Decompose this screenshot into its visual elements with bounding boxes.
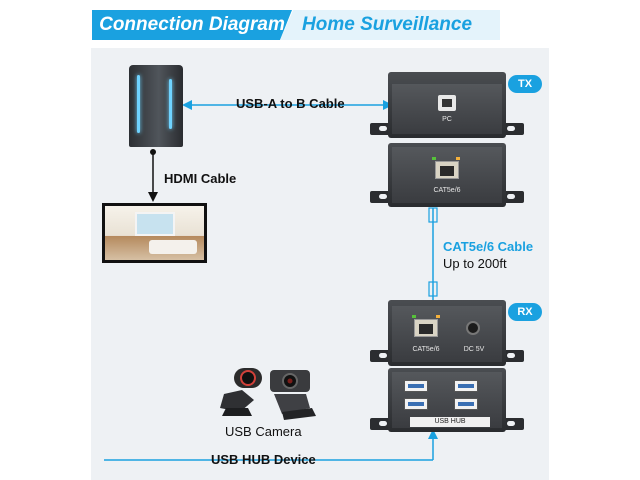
rx-dc-port-label: DC 5V [463, 346, 485, 353]
tx-unit-cat: CAT5e/6 [370, 143, 524, 209]
rx-unit-hub: USB HUB [370, 368, 524, 434]
rx-body: CAT5e/6 DC 5V [388, 300, 506, 366]
tx-pc-port-label: PC [442, 116, 452, 123]
rx-face: CAT5e/6 DC 5V [392, 306, 502, 362]
tx-face: PC [392, 84, 502, 134]
usb-a-port-icon-2 [404, 398, 428, 410]
usb-a-port-icon-3 [454, 380, 478, 392]
rx-hub-body: USB HUB [388, 368, 506, 432]
hub-arrow [428, 429, 438, 439]
tower-light-left [137, 75, 140, 133]
header-secondary-title: Home Surveillance [302, 14, 473, 35]
usb-ab-cable-label: USB-A to B Cable [236, 96, 345, 111]
cat-plug-top [428, 207, 438, 223]
usb-b-port-icon [438, 95, 456, 111]
tx-cat-face: CAT5e/6 [392, 147, 502, 203]
tx-body: PC [388, 72, 506, 138]
cat-cable-label: CAT5e/6 Cable [443, 239, 534, 254]
rx-cat-port-label: CAT5e/6 [412, 346, 440, 353]
room-window [135, 212, 175, 236]
usb-a-port-icon [404, 380, 428, 392]
rx-led-yellow [436, 315, 440, 318]
rx-badge-text: RX [517, 306, 533, 318]
hdmi-cable-label: HDMI Cable [164, 171, 237, 186]
rx-led-green [412, 315, 416, 318]
usb-hub-device-label: USB HUB Device [211, 452, 316, 467]
cat-range-label: Up to 200ft [443, 256, 507, 271]
cat-plug-bottom [428, 281, 438, 297]
header-secondary-tab: Home Surveillance [280, 10, 500, 40]
usb-camera-label: USB Camera [225, 424, 302, 439]
usb-camera-icon [220, 368, 316, 420]
tx-unit-usb: PC [370, 72, 524, 142]
tx-badge: TX [508, 75, 542, 93]
rx-badge: RX [508, 303, 542, 321]
rx-hub-label: USB HUB [410, 417, 490, 427]
pc-tower-icon [129, 65, 183, 147]
tx-cat-port-label: CAT5e/6 [433, 187, 461, 194]
hdmi-dot [150, 149, 156, 155]
rx-unit-cat: CAT5e/6 DC 5V [370, 300, 524, 366]
dc-jack-icon [466, 321, 480, 335]
hdmi-arrow [148, 192, 158, 202]
tower-light-right [169, 79, 172, 129]
tx-cat-body: CAT5e/6 [388, 143, 506, 207]
tx-led-yellow [456, 157, 460, 160]
tx-led-green [432, 157, 436, 160]
header-primary-title: Connection Diagram [99, 14, 285, 35]
room-sofa [149, 240, 197, 254]
rj45-port-icon [435, 161, 459, 179]
rx-rj45-port-icon [414, 319, 438, 337]
tx-badge-text: TX [517, 78, 533, 90]
monitor-icon [102, 203, 207, 263]
usb-a-port-icon-4 [454, 398, 478, 410]
usb-ab-arrow-left [182, 100, 192, 110]
rx-hub-face: USB HUB [392, 372, 502, 428]
header-primary-tab: Connection Diagram [92, 10, 292, 40]
